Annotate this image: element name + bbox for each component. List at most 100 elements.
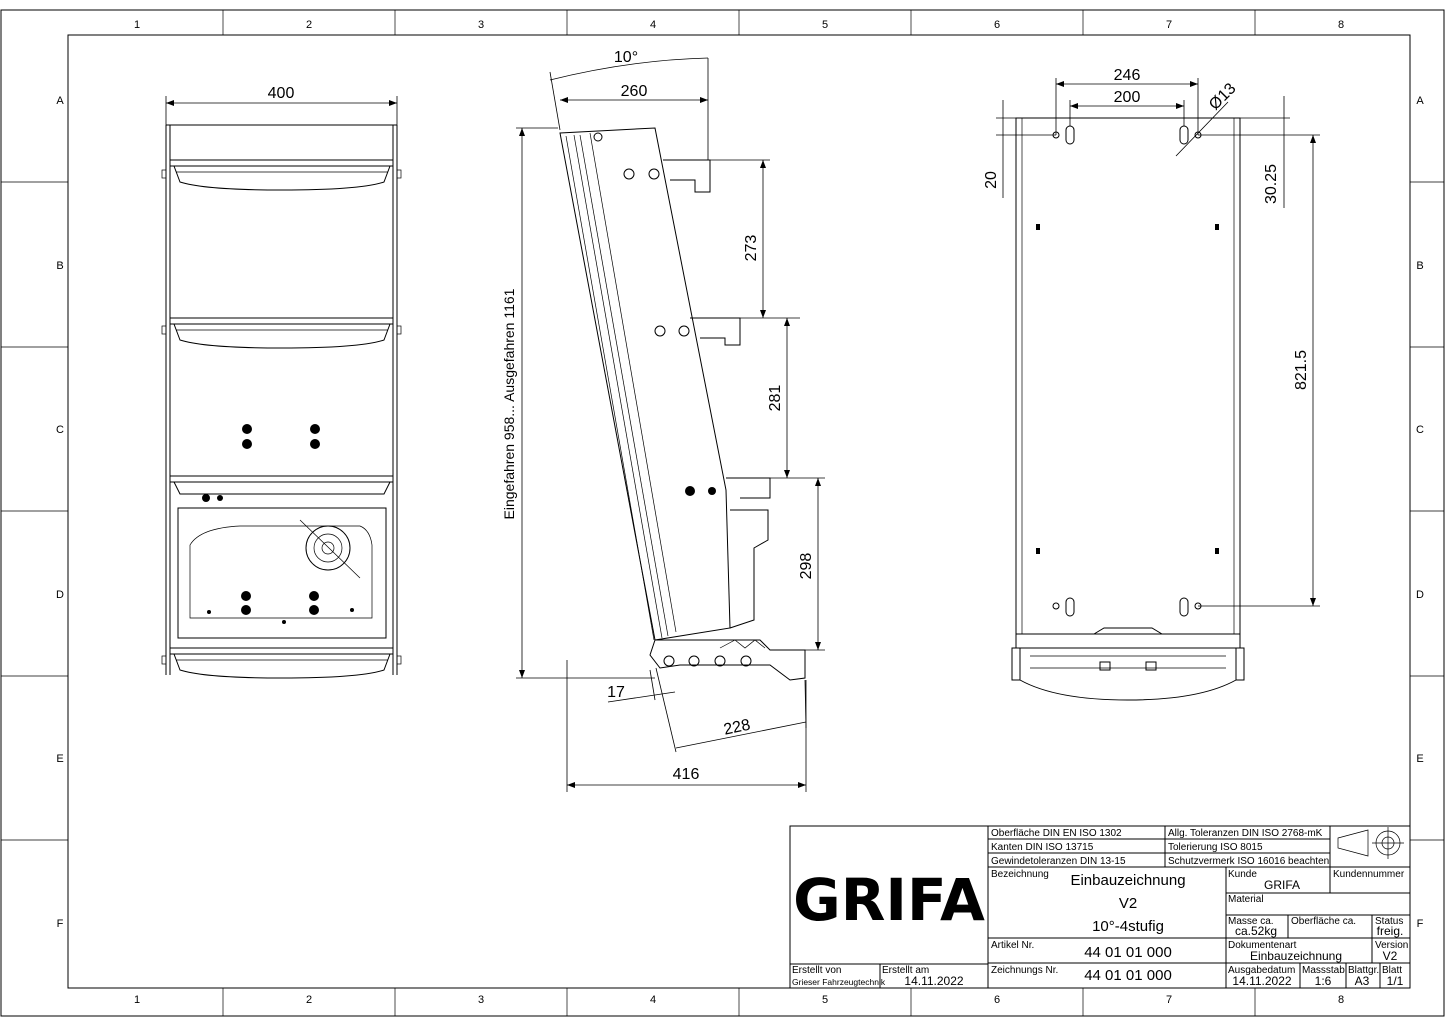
title-block [789, 825, 1411, 989]
kunde-value: GRIFA [1264, 878, 1300, 892]
side-step-2 [690, 317, 741, 346]
erstellt-am-value: 14.11.2022 [904, 974, 963, 988]
grid-col-2-top: 2 [306, 19, 312, 31]
front-view [161, 124, 402, 679]
grid-col-8-top: 8 [1338, 19, 1344, 31]
bezeichnung-line-3: 10°-4stufig [1092, 918, 1164, 935]
version-value: V2 [1383, 949, 1398, 963]
projection-symbol-icon [1337, 827, 1404, 859]
grid-col-7-top: 7 [1166, 19, 1172, 31]
massstab-value: 1:6 [1315, 974, 1332, 988]
kunde-label: Kunde [1228, 869, 1257, 880]
outer-border [0, 9, 1445, 1017]
std-surface: Oberfläche DIN EN ISO 1302 [991, 828, 1122, 839]
dim-step-pitch-3: 298 [798, 553, 815, 580]
grid-col-1-bottom: 1 [134, 994, 140, 1006]
dim-step-pitch-2: 281 [767, 385, 784, 412]
erstellt-am-label: Erstellt am [882, 965, 929, 976]
front-gear [305, 525, 351, 571]
grid-row-b-left: B [56, 260, 63, 272]
std-edges: Kanten DIN ISO 13715 [991, 842, 1094, 853]
grid-col-7-bottom: 7 [1166, 994, 1172, 1006]
front-mechanism-box [177, 507, 387, 639]
material-label: Material [1228, 894, 1264, 905]
grid-row-f-right: F [1417, 918, 1424, 930]
massstab-label: Massstab [1302, 965, 1345, 976]
grid-row-f-left: F [57, 918, 64, 930]
version-label: Version [1375, 940, 1408, 951]
front-step-3 [169, 475, 394, 495]
erstellt-von-value: Grieser Fahrzeugtechnik [792, 977, 886, 987]
grid-col-4-top: 4 [650, 19, 656, 31]
dim-hole-diameter: Ø13 [1206, 80, 1239, 113]
std-tolerance-principle: Tolerierung ISO 8015 [1168, 842, 1263, 853]
grid-col-6-top: 6 [994, 19, 1000, 31]
mounting-slots [1052, 125, 1202, 617]
mounting-view [1011, 117, 1245, 701]
grid-col-8-bottom: 8 [1338, 994, 1344, 1006]
dim-mount-top-offset: 20 [983, 171, 1000, 189]
dim-bottom-offset: 17 [607, 684, 625, 701]
dim-bottom-step-depth: 228 [722, 716, 752, 738]
mounting-bottom-step [1019, 647, 1237, 701]
std-thread: Gewindetoleranzen DIN 13-15 [991, 856, 1126, 867]
blattgr-value: A3 [1355, 974, 1370, 988]
std-general-tolerances: Allg. Toleranzen DIN ISO 2768-mK [1168, 828, 1323, 839]
grid-col-3-top: 3 [478, 19, 484, 31]
blattgr-label: Blattgr. [1348, 965, 1379, 976]
bezeichnung-line-2: V2 [1119, 895, 1137, 912]
grid-col-4-bottom: 4 [650, 994, 656, 1006]
front-step-2 [169, 317, 394, 349]
front-step-1 [169, 159, 394, 191]
side-step-1 [663, 159, 711, 193]
side-bottom-step [649, 639, 806, 681]
grid-col-2-bottom: 2 [306, 994, 312, 1006]
dim-step-pitch-1: 273 [743, 235, 760, 262]
grid-row-c-right: C [1416, 424, 1424, 436]
side-dimensions [516, 57, 825, 792]
dim-mount-outer: 246 [1114, 67, 1141, 84]
grid-col-3-bottom: 3 [478, 994, 484, 1006]
bezeichnung-line-1: Einbauzeichnung [1070, 872, 1185, 889]
mounting-plate [1015, 117, 1241, 635]
front-bolts [202, 424, 354, 624]
status-value: freig. [1377, 924, 1404, 938]
side-view [559, 127, 806, 681]
grid-col-5-bottom: 5 [822, 994, 828, 1006]
blatt-label: Blatt [1382, 965, 1402, 976]
ausgabedatum-label: Ausgabedatum [1228, 965, 1295, 976]
masse-label: Masse ca. [1228, 916, 1274, 927]
front-step-4 [169, 647, 394, 679]
dokumentenart-value: Einbauzeichnung [1250, 949, 1342, 963]
dim-mount-hole-spacing: 821.5 [1293, 350, 1310, 390]
grid-row-b-right: B [1416, 260, 1423, 272]
front-width-dimension [165, 96, 398, 125]
grid-col-1-top: 1 [134, 19, 140, 31]
grid-row-d-right: D [1416, 589, 1424, 601]
status-label: Status [1375, 916, 1403, 927]
dim-side-depth-top: 260 [621, 83, 648, 100]
grid-row-c-left: C [56, 424, 64, 436]
grid-row-d-left: D [56, 589, 64, 601]
grid-row-e-right: E [1416, 753, 1423, 765]
grifa-logo: GRIFA [793, 866, 985, 934]
dim-front-width: 400 [268, 85, 295, 102]
masse-value: ca.52kg [1235, 924, 1277, 938]
side-step-3 [726, 477, 771, 499]
dim-mount-hole-offset: 30.25 [1263, 164, 1280, 204]
dokumentenart-label: Dokumentenart [1228, 940, 1297, 951]
artikel-value: 44 01 01 000 [1084, 944, 1172, 961]
ausgabedatum-value: 14.11.2022 [1232, 974, 1291, 988]
bezeichnung-label: Bezeichnung [991, 869, 1049, 880]
mounting-dimensions [996, 78, 1320, 607]
grid-row-a-right: A [1416, 95, 1424, 107]
artikel-label: Artikel Nr. [991, 940, 1034, 951]
grid-row-e-left: E [56, 753, 63, 765]
blatt-value: 1/1 [1387, 974, 1404, 988]
grid-ticks [1, 10, 1444, 1016]
grid-col-5-top: 5 [822, 19, 828, 31]
oberflaeche-label: Oberfläche ca. [1291, 916, 1356, 927]
std-protection: Schutzvermerk ISO 16016 beachten [1168, 856, 1329, 867]
grid-col-6-bottom: 6 [994, 994, 1000, 1006]
